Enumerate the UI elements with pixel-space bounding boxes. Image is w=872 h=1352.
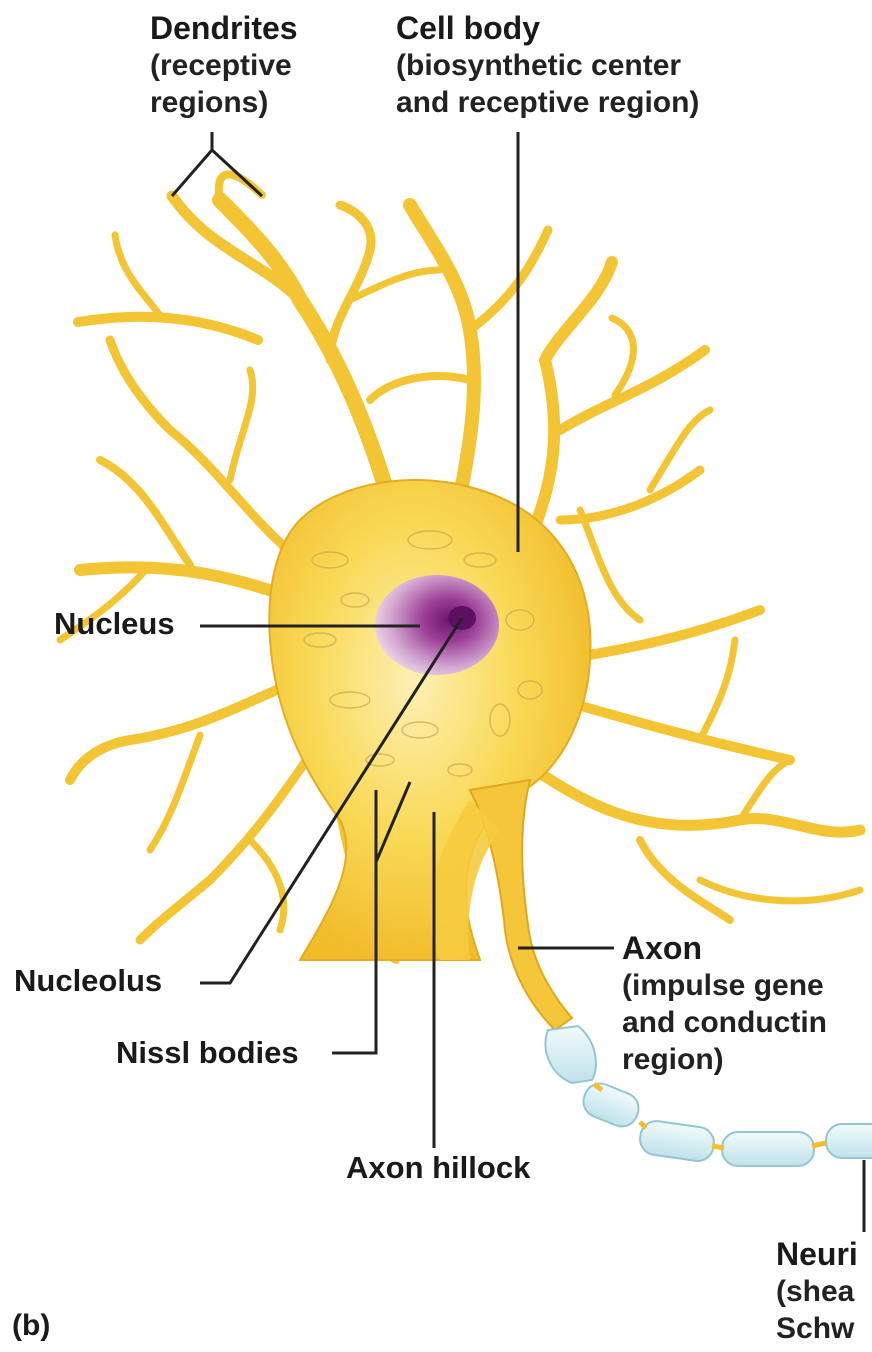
nissl-bodies-label: Nissl bodies [116, 1035, 299, 1071]
neurilemma-label: Neuri (shea Schw [776, 1236, 858, 1347]
axon-title: Axon [622, 930, 827, 967]
cell-body-sub2: and receptive region) [396, 84, 699, 121]
axon-sub2: and conductin [622, 1004, 827, 1041]
axon-label: Axon (impulse gene and conductin region) [622, 930, 827, 1078]
cell-body-label: Cell body (biosynthetic center and recep… [396, 10, 699, 121]
dendrites-title: Dendrites [150, 10, 298, 47]
neurilemma-title: Neuri [776, 1236, 858, 1273]
axon-sub1: (impulse gene [622, 967, 827, 1004]
neurilemma-sub1: (shea [776, 1273, 858, 1310]
dendrites-sub2: regions) [150, 84, 298, 121]
cell-body-shape [269, 480, 590, 960]
dendrites-sub1: (receptive [150, 47, 298, 84]
axon-sub3: region) [622, 1041, 827, 1078]
axon-hillock-label: Axon hillock [346, 1150, 530, 1186]
panel-label: (b) [12, 1308, 50, 1344]
dendrites-label: Dendrites (receptive regions) [150, 10, 298, 121]
cell-body-title: Cell body [396, 10, 699, 47]
nucleolus-label: Nucleolus [14, 963, 162, 999]
neurilemma-sub2: Schw [776, 1310, 858, 1347]
cell-body-sub1: (biosynthetic center [396, 47, 699, 84]
nucleus-label: Nucleus [54, 606, 175, 642]
